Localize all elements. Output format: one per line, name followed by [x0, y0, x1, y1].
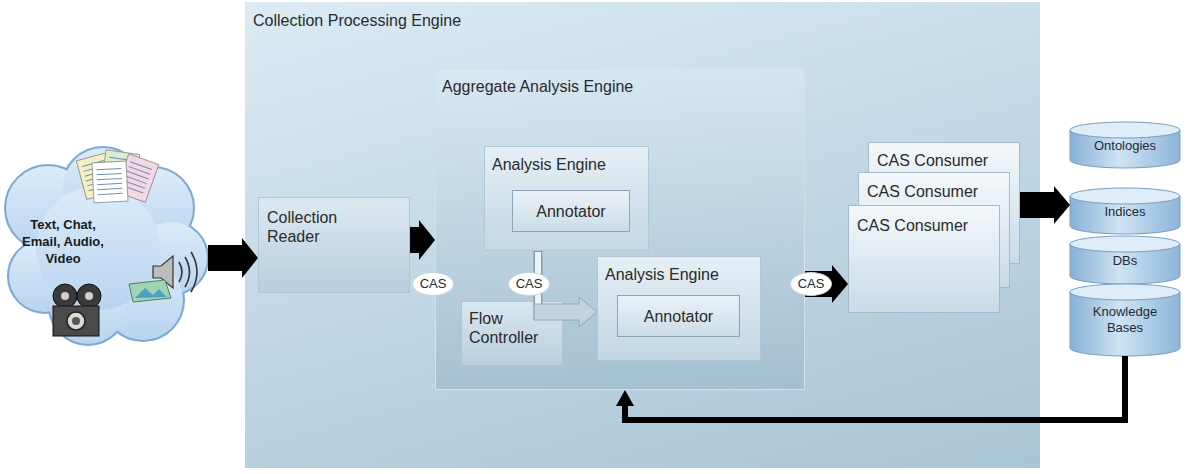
sound-wave [185, 257, 190, 287]
documents-icon [76, 150, 159, 203]
lens [67, 312, 85, 330]
cylinder-body [1070, 292, 1180, 356]
block-arrow [534, 297, 597, 327]
cylinder-top [1070, 188, 1180, 204]
node-text: Analysis Engine [605, 265, 719, 284]
node-text: Aggregate Analysis Engine [442, 77, 633, 96]
flow-arrow [410, 220, 435, 260]
node-text: Annotator [618, 307, 739, 326]
flow-arrow [208, 238, 258, 278]
node-text: CAS Consumer [867, 182, 978, 201]
sound-wave [191, 252, 197, 292]
edge-label: CAS [412, 272, 454, 296]
flow-arrow [1020, 186, 1070, 224]
flow-arrow [616, 356, 1125, 420]
engine-frame: Collection Processing EngineCollection R… [245, 2, 1040, 468]
sound-wave [179, 262, 182, 282]
store-cylinder: Indices [1070, 188, 1180, 234]
feedback-line [625, 356, 1125, 420]
paper-line [97, 188, 122, 189]
node-text: Indices [1070, 204, 1180, 220]
node-text: Text, Chat, Email, Audio, Video [15, 216, 111, 267]
reel [77, 284, 101, 308]
node-text: CAS Consumer [877, 151, 988, 170]
consumer-box: CAS Consumer [848, 205, 1000, 313]
paper-line [98, 193, 123, 194]
annotator-box: Annotator [617, 295, 740, 337]
annotator-box: Annotator [512, 190, 630, 232]
process-box: Collection Reader [258, 197, 410, 293]
camera-body [53, 306, 99, 336]
image-scene [135, 288, 167, 298]
cloud-outline [6, 148, 207, 344]
engine-box: Analysis EngineAnnotator [597, 256, 761, 361]
reel [53, 284, 77, 308]
edge-label: CAS [508, 272, 550, 296]
store-cylinder: Knowledge Bases [1070, 284, 1180, 356]
film-icon [53, 284, 101, 336]
reel-hub [85, 292, 93, 300]
paper-line [97, 178, 122, 179]
group-box: Aggregate Analysis EngineAnalysis Engine… [435, 68, 805, 390]
lens-center [72, 317, 80, 325]
node-text: DBs [1070, 253, 1180, 269]
reel-hub [61, 292, 69, 300]
engine-box: Analysis EngineAnnotator [484, 146, 649, 251]
block-arrow [1020, 186, 1070, 224]
node-text: Flow Controller [469, 309, 549, 347]
node-text: Analysis Engine [492, 155, 606, 174]
store-cylinder: DBs [1070, 236, 1180, 284]
store-cylinder: Ontologies [1070, 122, 1180, 168]
cylinder-top [1070, 284, 1180, 300]
node-text: Ontologies [1070, 138, 1180, 154]
node-text: CAS Consumer [857, 216, 968, 235]
cylinder-top [1070, 122, 1180, 138]
cloud-fill [6, 148, 207, 344]
paper-sheet [92, 161, 128, 203]
edge-label: CAS [790, 272, 832, 296]
block-arrow [410, 220, 435, 260]
cylinder-top [1070, 236, 1180, 252]
block-arrow [208, 238, 258, 278]
node-text: Knowledge Bases [1085, 304, 1165, 336]
controller-box: Flow Controller [461, 301, 563, 366]
paper-icon [92, 161, 128, 203]
image-icon [129, 280, 171, 302]
arrow-head [616, 390, 634, 406]
node-text: Annotator [513, 202, 629, 221]
image-frame [129, 280, 171, 302]
paper-line [97, 183, 122, 184]
paper-line [96, 168, 121, 169]
node-text: Collection Processing Engine [253, 11, 461, 30]
source-cloud: Text, Chat, Email, Audio, Video [3, 148, 208, 345]
node-text: Collection Reader [267, 208, 367, 246]
paper-line [97, 173, 122, 174]
